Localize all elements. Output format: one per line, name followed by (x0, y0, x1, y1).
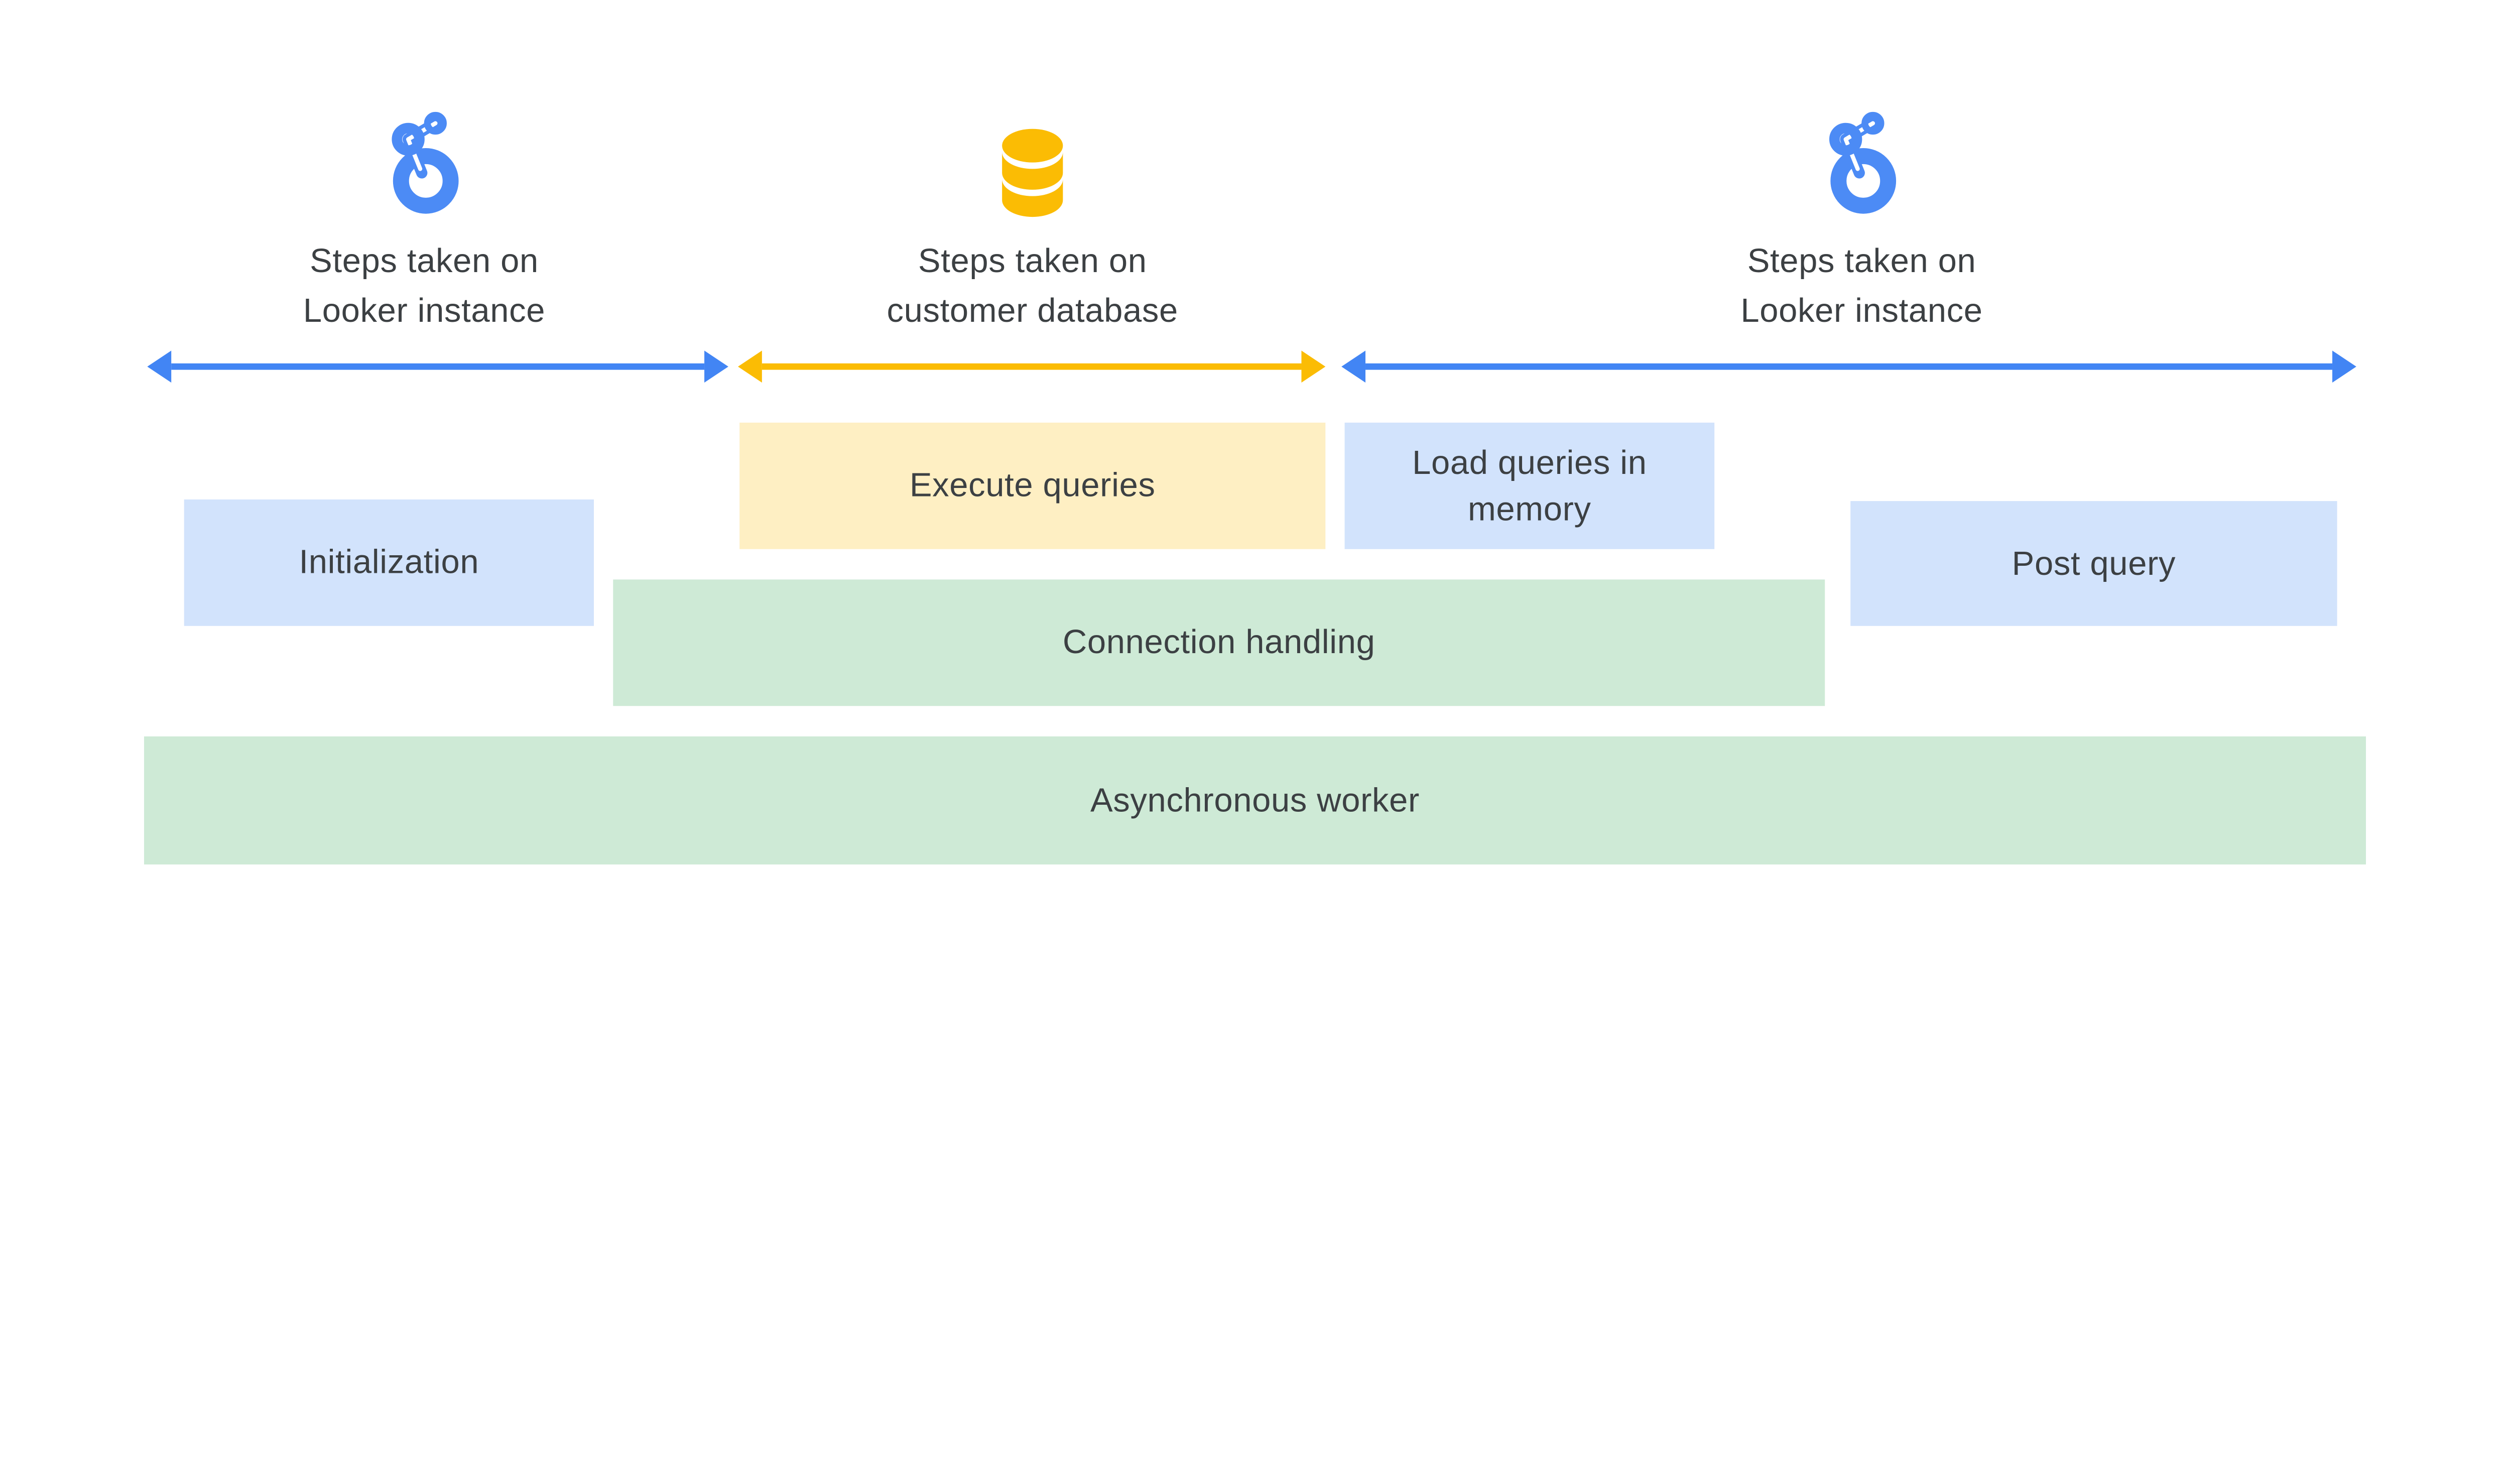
span-arrow-looker-left (147, 350, 728, 383)
arrow-left-head-icon (738, 350, 762, 383)
box-label: Initialization (299, 544, 479, 581)
arrow-shaft (1365, 363, 2333, 370)
span-arrow-customer-database (738, 350, 1326, 383)
legend-line: Steps taken on (310, 243, 539, 281)
arrow-left-head-icon (147, 350, 172, 383)
box-execute-queries: Execute queries (739, 422, 1326, 549)
legend-line: Steps taken on (1747, 243, 1976, 281)
box-label: Load queries in memory (1412, 444, 1647, 528)
legend-line: Looker instance (303, 293, 546, 330)
legend-label-looker-right: Steps taken on Looker instance (1670, 237, 2054, 336)
database-icon (1002, 129, 1063, 217)
box-label: Post query (2012, 545, 2176, 582)
arrow-right-head-icon (704, 350, 728, 383)
arrow-right-head-icon (2332, 350, 2356, 383)
arrow-right-head-icon (1301, 350, 1326, 383)
box-load-queries-in-memory: Load queries in memory (1344, 422, 1715, 549)
box-label: Asynchronous worker (1090, 782, 1420, 819)
legend-label-customer-database: Steps taken on customer database (816, 237, 1248, 336)
box-connection-handling: Connection handling (613, 579, 1825, 706)
box-label: Connection handling (1062, 624, 1375, 661)
looker-icon (392, 111, 459, 214)
box-initialization: Initialization (184, 499, 594, 626)
looker-query-lifecycle-diagram: Steps taken on Looker instance Steps tak… (144, 111, 2366, 864)
box-label: Execute queries (909, 467, 1156, 505)
box-asynchronous-worker: Asynchronous worker (144, 736, 2366, 864)
legend-line: customer database (887, 293, 1178, 330)
looker-icon (1829, 111, 1897, 214)
legend-label-looker-left: Steps taken on Looker instance (232, 237, 616, 336)
box-post-query: Post query (1850, 501, 2337, 626)
legend-line: Steps taken on (918, 243, 1147, 281)
arrow-left-head-icon (1341, 350, 1366, 383)
span-arrow-looker-right (1341, 350, 2356, 383)
arrow-shaft (762, 363, 1302, 370)
arrow-shaft (171, 363, 705, 370)
legend-line: Looker instance (1740, 293, 1983, 330)
